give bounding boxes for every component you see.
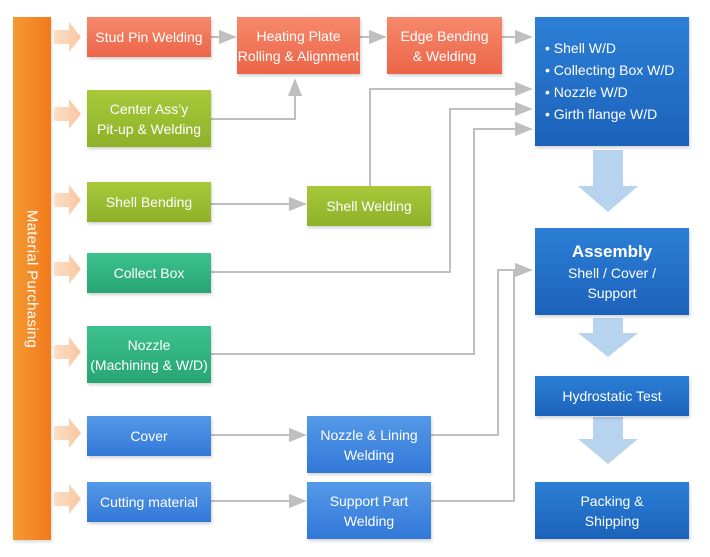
heating-plate-label-line2: Rolling & Alignment xyxy=(237,47,360,64)
center-assy-box: Center Ass’y Pit-up & Welding xyxy=(87,90,211,147)
connector-shellwelding-to-welding xyxy=(369,81,533,186)
welding-list-item: • Shell W/D xyxy=(545,40,617,56)
cutting-material-label: Cutting material xyxy=(99,494,199,510)
assembly-box: Assembly Shell / Cover / Support xyxy=(535,228,689,315)
purchasing-arrow xyxy=(54,337,81,367)
connector-center-to-heating xyxy=(211,78,303,120)
cutting-material-box: Cutting material xyxy=(87,482,211,522)
collect-box-box: Collect Box xyxy=(87,253,211,293)
packing-shipping-label-line2: Shipping xyxy=(584,512,640,529)
nozzle-label-line2: (Machining & W/D) xyxy=(90,356,208,373)
nozzle-label-line1: Nozzle xyxy=(127,336,171,353)
nozzle-lining-label-line2: Welding xyxy=(343,446,395,463)
packing-shipping-box: Packing & Shipping xyxy=(535,482,689,539)
collect-box-label: Collect Box xyxy=(113,265,185,281)
edge-bending-label-line2: & Welding xyxy=(412,47,477,64)
connector-collectbox-to-welding xyxy=(211,101,533,273)
hydrostatic-test-box: Hydrostatic Test xyxy=(535,376,689,416)
support-part-label-line1: Support Part xyxy=(329,492,409,509)
center-assy-label-line1: Center Ass’y xyxy=(109,100,189,117)
hydrostatic-test-label: Hydrostatic Test xyxy=(562,388,662,404)
stud-pin-welding-box: Stud Pin Welding xyxy=(87,17,211,57)
purchasing-arrow xyxy=(54,418,81,448)
process-down-arrows xyxy=(578,150,638,464)
purchasing-arrows xyxy=(54,22,81,514)
purchasing-arrow xyxy=(54,22,81,52)
shell-bending-label: Shell Bending xyxy=(105,194,193,210)
assembly-line: Support xyxy=(587,284,637,301)
cover-box: Cover xyxy=(87,416,211,456)
down-arrow xyxy=(578,417,638,464)
support-part-box: Support Part Welding xyxy=(307,482,431,539)
down-arrow xyxy=(578,318,638,357)
center-assy-label-line2: Pit-up & Welding xyxy=(96,120,201,137)
assembly-title: Assembly xyxy=(571,241,653,261)
edge-bending-box: Edge Bending & Welding xyxy=(387,17,502,74)
heating-plate-box: Heating Plate Rolling & Alignment xyxy=(237,17,360,74)
purchasing-arrow xyxy=(54,484,81,514)
nozzle-box: Nozzle (Machining & W/D) xyxy=(87,326,211,383)
support-part-label-line2: Welding xyxy=(343,512,395,529)
material-purchasing-bar: Material Purchasing xyxy=(13,17,51,540)
assembly-line: Shell / Cover / xyxy=(568,264,656,281)
welding-list-box: • Shell W/D • Collecting Box W/D • Nozzl… xyxy=(535,17,689,146)
connector-lining-to-assembly xyxy=(431,262,533,436)
heating-plate-label-line1: Heating Plate xyxy=(256,27,341,44)
shell-bending-box: Shell Bending xyxy=(87,182,211,222)
nozzle-lining-box: Nozzle & Lining Welding xyxy=(307,416,431,473)
nozzle-lining-label-line1: Nozzle & Lining xyxy=(320,426,418,443)
connector-lines xyxy=(211,29,533,509)
purchasing-arrow xyxy=(54,254,81,284)
connector-nozzle-to-welding xyxy=(211,121,533,355)
cover-label: Cover xyxy=(130,428,168,444)
connector-support-to-assembly xyxy=(431,270,515,502)
shell-welding-label: Shell Welding xyxy=(326,198,412,214)
welding-list-item: • Collecting Box W/D xyxy=(545,62,675,78)
purchasing-arrow xyxy=(54,185,81,215)
stud-pin-welding-label: Stud Pin Welding xyxy=(95,29,203,45)
welding-list-item: • Nozzle W/D xyxy=(545,84,628,100)
packing-shipping-label-line1: Packing & xyxy=(580,492,644,509)
welding-list-item: • Girth flange W/D xyxy=(545,106,658,122)
edge-bending-label-line1: Edge Bending xyxy=(400,27,489,44)
down-arrow xyxy=(578,150,638,212)
shell-welding-box: Shell Welding xyxy=(307,186,431,226)
purchasing-arrow xyxy=(54,99,81,129)
